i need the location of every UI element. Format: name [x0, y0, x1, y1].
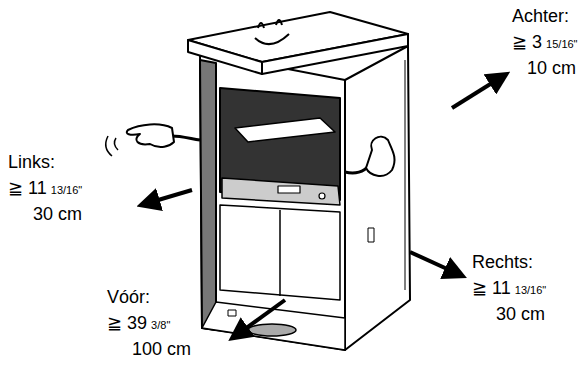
fraction: 13/16": [515, 284, 546, 296]
side-name: Vóór:: [107, 287, 150, 307]
metric-distance: 30 cm: [496, 304, 545, 324]
right-arrow: [410, 252, 456, 273]
min-distance: ≧ 11: [472, 278, 511, 298]
button: [278, 186, 300, 193]
side-name: Rechts:: [472, 252, 533, 272]
side-name: Achter:: [512, 6, 569, 26]
body-front: [200, 52, 345, 350]
fraction: 13/16": [51, 184, 82, 196]
min-distance: ≧ 11: [8, 178, 47, 198]
handle: [248, 324, 296, 336]
knob: [319, 193, 325, 199]
body-side: [345, 46, 410, 350]
min-distance: ≧ 3: [512, 32, 542, 52]
fraction: 15/16": [546, 38, 577, 50]
back-arrow: [452, 78, 500, 108]
left-arrow: [148, 190, 192, 203]
metric-distance: 30 cm: [33, 204, 82, 224]
front-arrow: [238, 300, 285, 334]
panel: [222, 178, 340, 205]
paper: [235, 118, 335, 142]
min-distance: ≧ 39: [107, 313, 147, 333]
metric-distance: 10 cm: [527, 58, 576, 78]
right-glove: [366, 137, 395, 176]
side-strip: [200, 60, 216, 330]
metric-distance: 100 cm: [132, 339, 191, 359]
left-glove: [127, 124, 174, 147]
front-door: [220, 205, 340, 300]
fraction: 3/8": [151, 319, 170, 331]
side-name: Links:: [8, 152, 55, 172]
